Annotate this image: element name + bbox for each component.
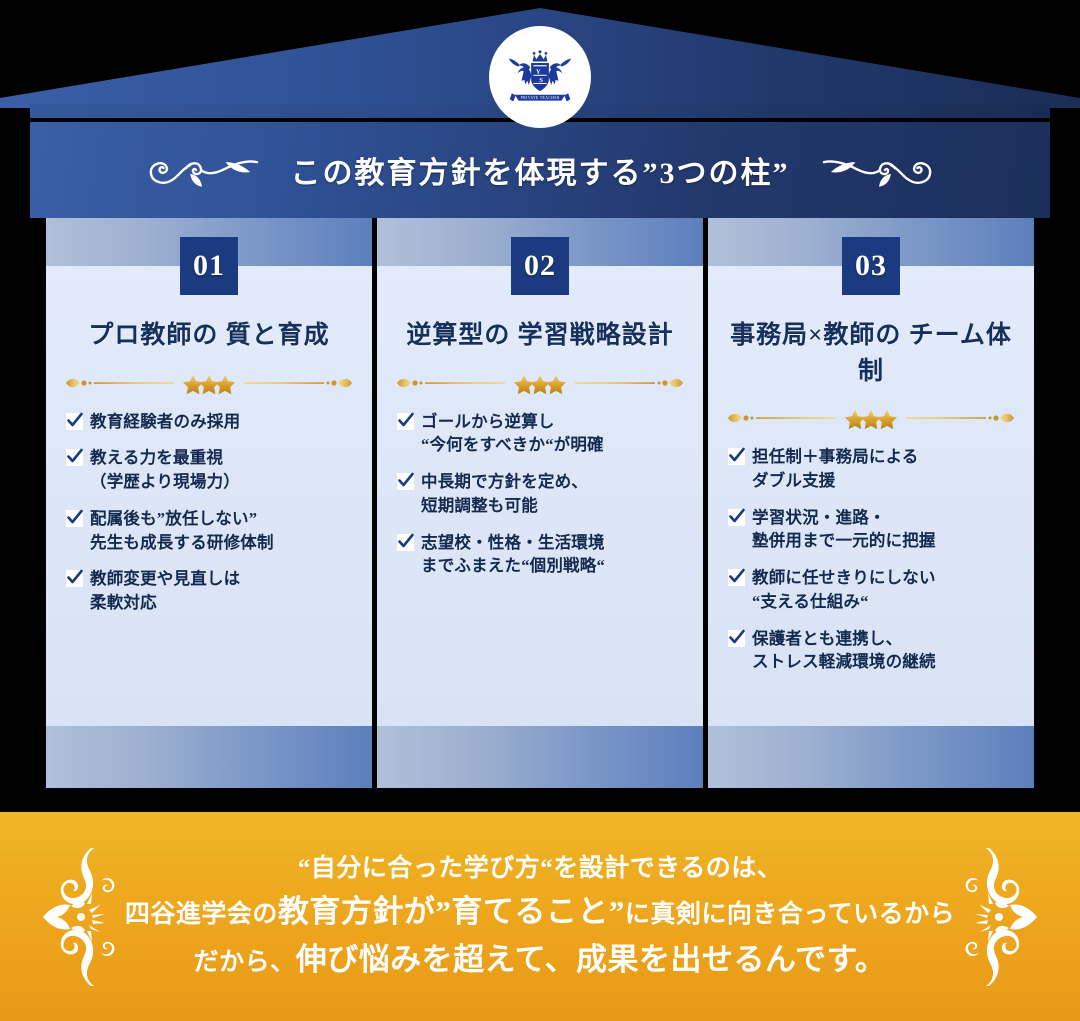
page-title: この教育方針を体現する”3つの柱” — [290, 157, 790, 190]
list-item-text: 担任制＋事務局による ダブル支援 — [752, 447, 919, 490]
list-item-text: 配属後も”放任しない” 先生も成長する研修体制 — [90, 508, 274, 552]
feature-list: 担任制＋事務局による ダブル支援 学習状況・進路・ 塾併用まで一元的に把握 教師… — [724, 445, 1018, 674]
pillar-column-3: 03 事務局×教師の チーム体制 担任制 — [708, 218, 1034, 788]
gold-star-divider-icon — [397, 374, 683, 394]
feature-list: 教育経験者のみ採用 教える力を最重視 （学歴より現場力） 配属後も”放任しない”… — [62, 410, 356, 615]
check-icon — [728, 447, 745, 465]
list-item: 志望校・性格・生活環境 までふまえた“個別戦略“ — [397, 531, 683, 579]
floral-vine-ornament-left-icon — [42, 847, 115, 986]
gold-star-divider-icon — [66, 374, 352, 394]
check-icon — [66, 448, 83, 467]
floral-vine-ornament-right-icon — [965, 847, 1038, 986]
banner-line-3: だから、伸び悩みを超えて、成果を出せるんです。 — [125, 936, 955, 983]
check-icon — [397, 533, 414, 551]
scroll-flourish-right-icon — [822, 160, 931, 187]
pillar-base — [377, 726, 703, 788]
check-icon — [397, 472, 414, 490]
list-item-text: 教える力を最重視 （学歴より現場力） — [90, 448, 240, 491]
feature-list: ゴールから逆算し “今何をすべきか“が明確 中長期で方針を定め、 短期調整も可能… — [393, 410, 687, 579]
list-item: 教育経験者のみ採用 — [66, 410, 352, 434]
banner-line-1: “自分に合った学び方“を設計できるのは、 — [297, 855, 783, 883]
pillar-number-badge: 03 — [842, 237, 900, 295]
list-item-text: 教師に任せきりにしない “支える仕組み“ — [752, 568, 936, 611]
gold-star-divider-icon — [728, 410, 1014, 429]
check-icon — [66, 412, 83, 430]
pillar-base — [46, 726, 372, 788]
banner-line-2: 四谷進学会の教育方針が”育てること”に真剣に向き合っているから — [125, 888, 955, 935]
check-icon — [66, 569, 83, 588]
list-item-text: 保護者とも連携し、 ストレス軽減環境の継続 — [752, 628, 936, 672]
banner-line-2-a: 四谷進学会の — [124, 901, 278, 929]
list-item: 教師変更や見直しは 柔軟対応 — [66, 567, 352, 615]
banner-line-2-c: に真剣に向き合っているから — [624, 901, 956, 929]
list-item: 配属後も”放任しない” 先生も成長する研修体制 — [66, 507, 352, 555]
banner-line-2-b: 教育方針が”育てること” — [277, 894, 625, 930]
pillar-column-2: 02 逆算型の 学習戦略設計 ゴールから — [377, 218, 703, 788]
list-item-text: 教育経験者のみ採用 — [90, 411, 241, 431]
list-item: 担任制＋事務局による ダブル支援 — [728, 445, 1014, 493]
banner-message: “自分に合った学び方“を設計できるのは、 四谷進学会の教育方針が”育てること”に… — [121, 850, 959, 982]
list-item: 教師に任せきりにしない “支える仕組み“ — [728, 566, 1014, 614]
list-item: 保護者とも連携し、 ストレス軽減環境の継続 — [728, 627, 1014, 675]
banner-line-3-b: 伸び悩みを超えて、成果を出せるんです。 — [295, 941, 887, 977]
list-item-text: 中長期で方針を定め、 短期調整も可能 — [421, 472, 588, 515]
check-icon — [728, 568, 745, 586]
svg-text:PRIVATE TEACHER: PRIVATE TEACHER — [521, 96, 560, 100]
list-item-text: 志望校・性格・生活環境 までふまえた“個別戦略“ — [421, 532, 605, 576]
pillar-number-badge: 02 — [511, 237, 569, 295]
check-icon — [728, 629, 745, 647]
banner-line-3-a: だから、 — [193, 948, 296, 976]
list-item-text: ゴールから逆算し “今何をすべきか“が明確 — [421, 411, 604, 455]
pillar-title: プロ教師の 質と育成 — [88, 322, 330, 349]
list-item: 中長期で方針を定め、 短期調整も可能 — [397, 470, 683, 518]
list-item-text: 学習状況・進路・ 塾併用まで一元的に把握 — [752, 507, 936, 551]
pillar-title: 逆算型の 学習戦略設計 — [406, 322, 674, 349]
list-item: ゴールから逆算し “今何をすべきか“が明確 — [397, 410, 683, 458]
list-item-text: 教師変更や見直しは 柔軟対応 — [90, 569, 241, 612]
pillars-row: 01 プロ教師の 質と育成 — [46, 218, 1034, 788]
list-item: 学習状況・進路・ 塾併用まで一元的に把握 — [728, 506, 1014, 554]
bottom-message-banner: “自分に合った学び方“を設計できるのは、 四谷進学会の教育方針が”育てること”に… — [0, 812, 1080, 1021]
crest-pegasus-shield-logo-icon: Y S PRIVATE TEACHER — [508, 50, 572, 102]
check-icon — [728, 508, 745, 526]
check-icon — [66, 509, 83, 527]
pillar-column-1: 01 プロ教師の 質と育成 — [46, 218, 372, 788]
pillar-number-badge: 01 — [180, 237, 238, 295]
header-bar: この教育方針を体現する”3つの柱” — [30, 122, 1050, 218]
check-icon — [397, 412, 414, 430]
svg-text:Y: Y — [536, 68, 541, 75]
list-item: 教える力を最重視 （学歴より現場力） — [66, 446, 352, 494]
svg-text:S: S — [539, 77, 543, 84]
pillar-title: 事務局×教師の チーム体制 — [730, 322, 1012, 385]
scroll-flourish-left-icon — [149, 160, 258, 187]
pillar-base — [708, 726, 1034, 788]
crest-logo-badge: Y S PRIVATE TEACHER — [489, 26, 591, 128]
